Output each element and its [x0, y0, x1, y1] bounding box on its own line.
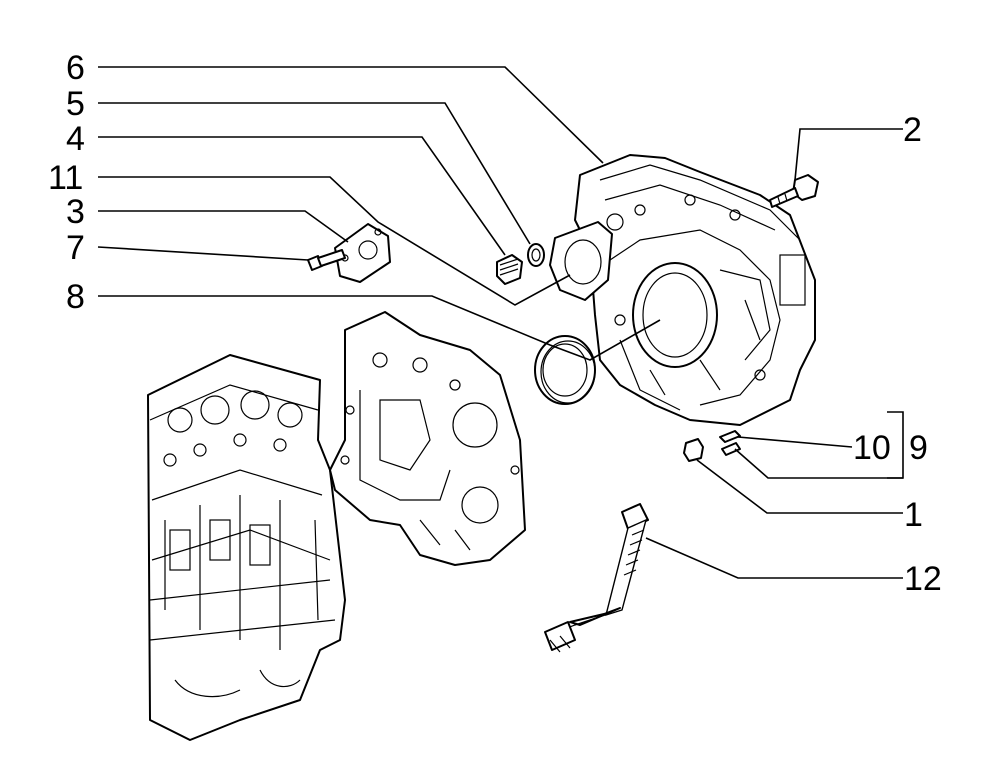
washer-part-5: [527, 243, 545, 267]
callout-12: 12: [904, 560, 942, 598]
callout-6: 6: [66, 49, 85, 87]
leader-9: [734, 448, 903, 479]
callout-7: 7: [66, 229, 85, 267]
leader-10: [737, 436, 853, 448]
callout-4: 4: [66, 120, 85, 158]
cover-plate-part-3: [334, 223, 391, 283]
gasket-part-11: [549, 221, 613, 301]
leader-3: [98, 210, 349, 243]
callout-10: 10: [853, 429, 891, 467]
pin-part-10: [719, 430, 741, 456]
leader-6: [98, 66, 604, 164]
leader-12: [645, 537, 903, 579]
leader-8: [98, 295, 661, 361]
oil-seal-part-8: [534, 335, 596, 405]
leader-5: [98, 102, 531, 245]
callout-2: 2: [903, 111, 922, 149]
callout-9: 9: [909, 429, 928, 467]
callout-3: 3: [66, 193, 85, 231]
callout-8: 8: [66, 278, 85, 316]
leader-lines: [97, 66, 904, 579]
sensor-part-12: [544, 503, 649, 653]
screw-part-2: [769, 174, 819, 208]
bolt-part-7: [307, 249, 346, 271]
timing-case-illustration: [329, 311, 526, 566]
engine-block-illustration: [147, 354, 346, 741]
leader-1: [696, 459, 903, 514]
leader-11: [98, 176, 571, 306]
leader-7: [97, 246, 309, 261]
plug-part-4: [496, 254, 523, 285]
leader-4: [98, 136, 506, 256]
flywheel-housing: [574, 154, 816, 426]
callout-5: 5: [66, 85, 85, 123]
callout-1: 1: [904, 496, 923, 534]
callout-labels: 6 5 4 11 3 7 8 2 10 9 1 12: [48, 49, 942, 598]
dowel-part-1: [683, 438, 704, 462]
leader-2: [794, 128, 903, 181]
callout-11: 11: [48, 159, 83, 197]
